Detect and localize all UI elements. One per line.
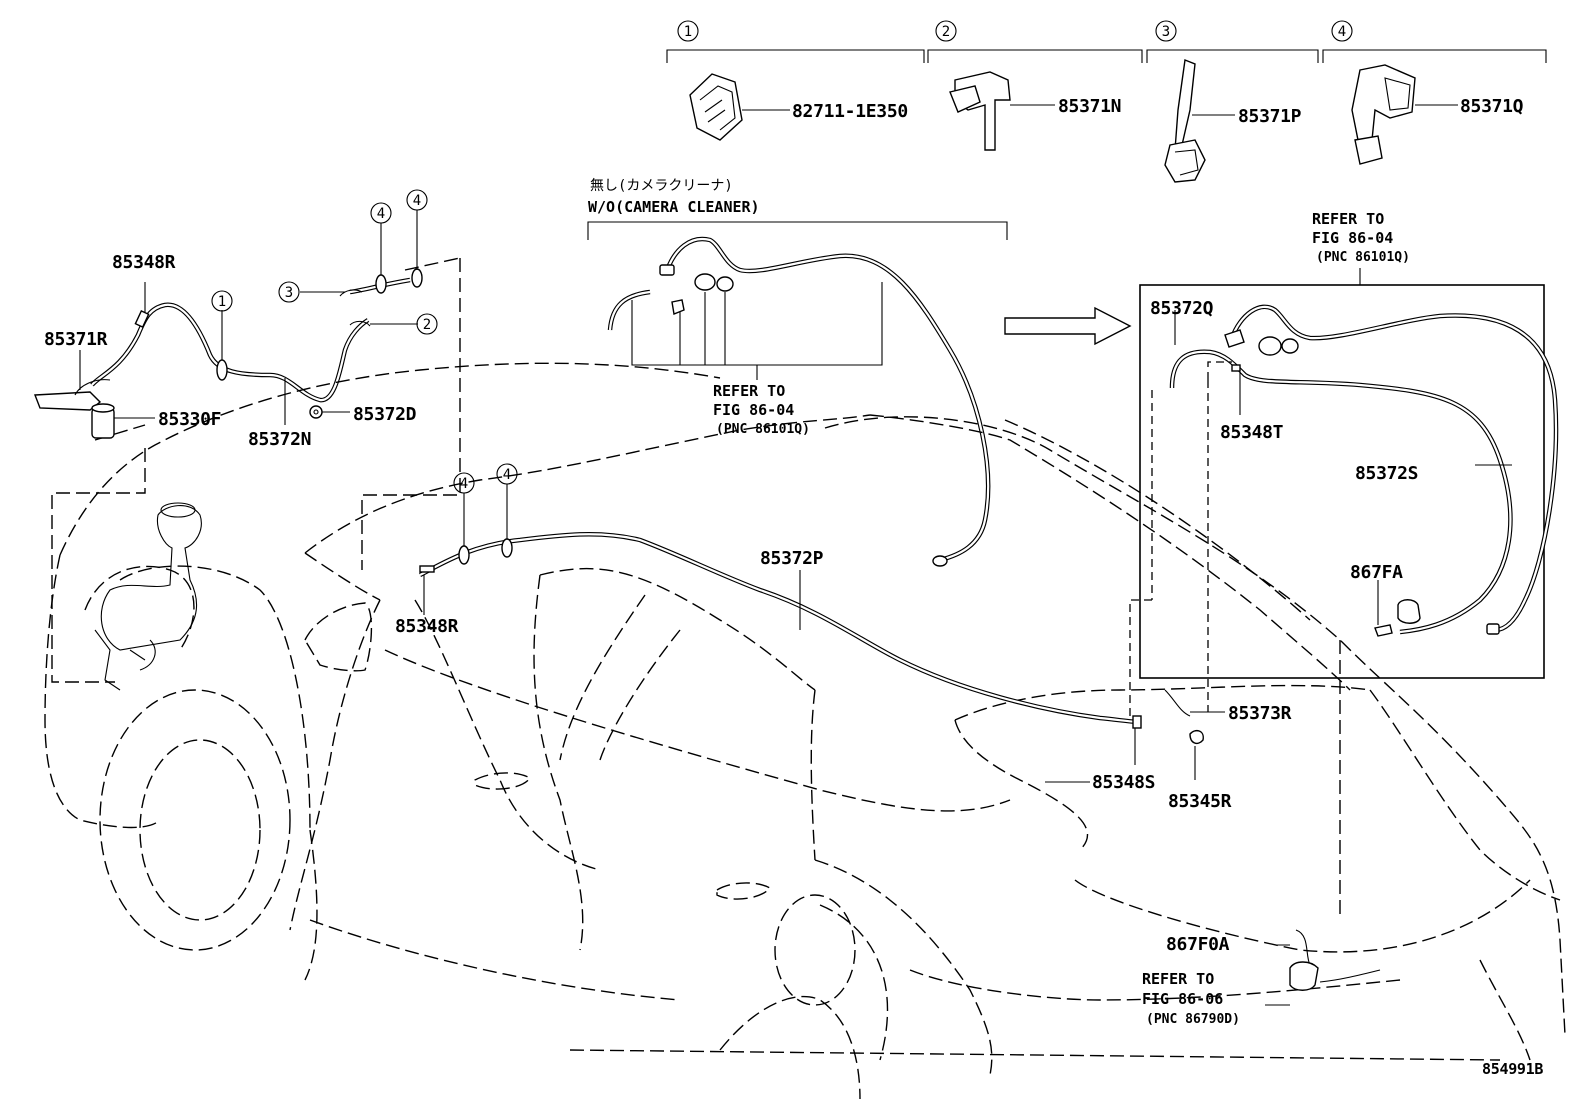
part-85372D-label: 85372D [353,404,417,425]
part-85371Q-label: 85371Q [1460,96,1524,117]
callout-4-left-a: 4 [377,206,385,222]
callout-2-header: 2 [942,24,950,40]
pnc-86790d-label: (PNC 86790D) [1146,1012,1240,1027]
header-bracket-1: 1 [666,20,925,63]
callout-1-left: 1 [218,294,226,310]
callout-4-roof-a: 4 [460,476,468,492]
fig-86-06-label: FIG 86-06 [1142,990,1223,1008]
part-85348R-label-top: 85348R [112,252,176,273]
part-85371P-label: 85371P [1238,106,1302,127]
refer-to-label-1: REFER TO [713,382,785,400]
right-arrow-icon [1004,306,1132,346]
part-85372P-label: 85372P [760,548,824,569]
part-85372S-label: 85372S [1355,463,1418,484]
fig-86-04-label-2: FIG 86-04 [1312,229,1393,247]
bracket-icon [1164,59,1235,183]
part-85371N-label: 85371N [1058,96,1121,117]
part-867FA-label: 867FA [1350,562,1403,583]
part-85348T-label: 85348T [1220,422,1284,443]
vehicle-outline [44,362,1566,1099]
camera-cleaner-harness [1129,304,1559,720]
wo-camera-cleaner-jp-label: 無し(カメラクリーナ) [590,178,733,194]
diagram-id-label: 854991B [1482,1060,1543,1078]
callout-3-header: 3 [1162,24,1170,40]
header-bracket-4: 4 [1322,20,1547,63]
callout-3-left: 3 [285,285,293,301]
main-hose-85372P [418,484,1381,1006]
left-harness-group [34,210,461,683]
wo-camera-cleaner-bracket [587,221,1008,240]
part-82711-1E350-label: 82711-1E350 [792,101,908,122]
refer-to-label-3: REFER TO [1142,970,1214,988]
callout-4-roof-b: 4 [503,467,511,483]
camera-cleaner-detail-box [1139,284,1545,679]
wo-camera-cleaner-label: W/O(CAMERA CLEANER) [588,198,760,216]
connector-icon [689,73,790,141]
callout-4-left-b: 4 [413,193,421,209]
clamp-icon [949,71,1055,151]
callout-1-header: 1 [684,24,692,40]
wo-harness [607,236,991,567]
callout-2-left: 2 [423,317,431,333]
refer-to-label-2: REFER TO [1312,210,1384,228]
pnc-86101q-label-2: (PNC 86101Q) [1316,250,1410,265]
callout-4-header: 4 [1338,24,1346,40]
pnc-86101q-label-1: (PNC 86101Q) [716,422,810,437]
part-85348R-label-roof: 85348R [395,616,459,637]
part-85345R-label: 85345R [1168,791,1232,812]
part-85372N-label: 85372N [248,429,311,450]
part-85330F-label: 85330F [158,409,221,430]
part-85371R-label: 85371R [44,329,108,350]
header-bracket-2: 2 [927,20,1143,63]
part-85348S-label: 85348S [1092,772,1155,793]
fig-86-04-label-1: FIG 86-04 [713,401,794,419]
part-867F0A-label: 867F0A [1166,934,1230,955]
header-bracket-3: 3 [1146,20,1319,63]
clip-bracket-icon [1351,64,1458,165]
part-85372Q-label: 85372Q [1150,298,1214,319]
part-85373R-label: 85373R [1228,703,1292,724]
